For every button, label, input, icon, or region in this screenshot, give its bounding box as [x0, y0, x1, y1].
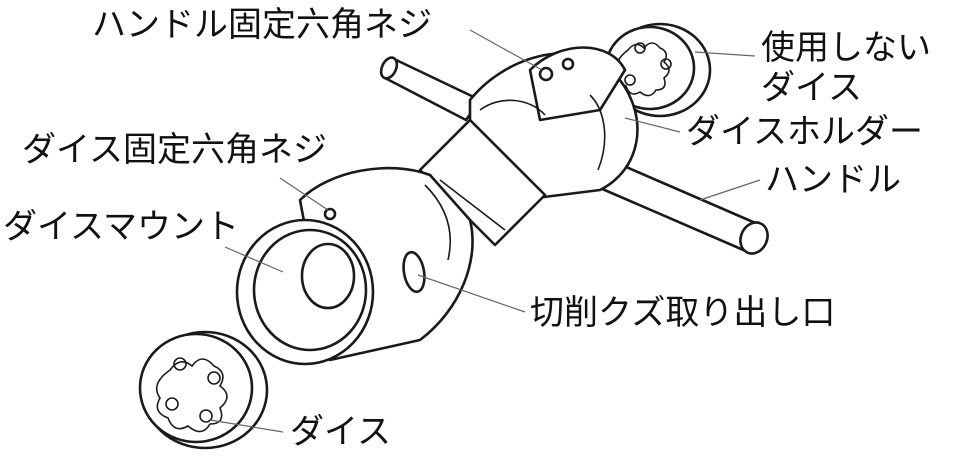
handle-bar-back	[379, 56, 482, 122]
label-chip-outlet: 切削クズ取り出し口	[530, 293, 836, 333]
handle-bar-front	[598, 158, 769, 255]
label-handle-set-screw: ハンドル固定六角ネジ	[92, 5, 432, 45]
die-mount-body	[235, 166, 474, 366]
unused-die	[604, 22, 712, 118]
leader-lines	[209, 29, 761, 433]
label-unused-die-line1: 使用しない	[761, 28, 931, 68]
label-die-holder: ダイスホルダー	[686, 112, 923, 152]
die	[138, 330, 269, 450]
label-die-set-screw: ダイス固定六角ネジ	[22, 130, 327, 170]
label-handle: ハンドル	[765, 160, 901, 200]
label-die-mount: ダイスマウント	[3, 207, 239, 247]
label-unused-die-line2: ダイス	[761, 68, 862, 108]
die-holder-body	[468, 46, 639, 202]
label-die: ダイス	[290, 412, 391, 452]
